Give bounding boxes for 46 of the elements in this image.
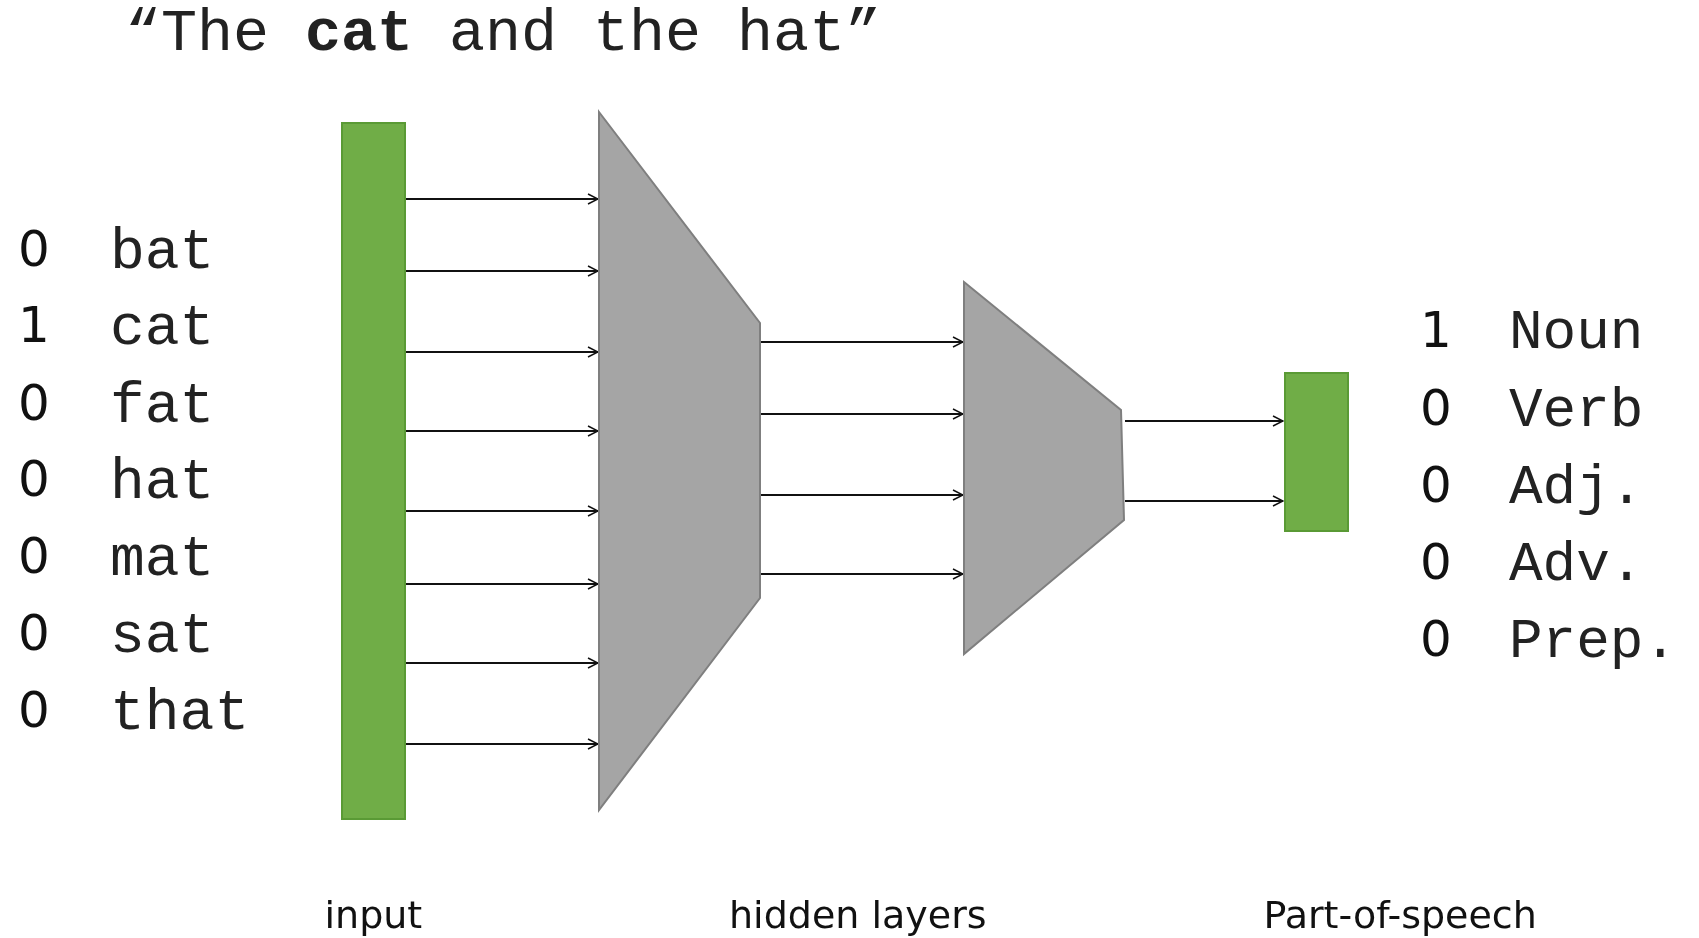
arrow: [405, 578, 599, 590]
one-hot-value: 0: [18, 685, 50, 735]
vocabulary-word: Prep.: [1509, 614, 1678, 670]
one-hot-value: 0: [18, 224, 50, 274]
one-hot-value: 1: [1420, 305, 1452, 355]
vocabulary-word: fat: [110, 378, 215, 436]
one-hot-value: 0: [18, 608, 50, 658]
vector-bar: [341, 122, 406, 820]
layer-caption: input: [324, 896, 423, 934]
one-hot-value: 0: [18, 531, 50, 581]
vocabulary-word: bat: [110, 224, 215, 282]
arrow: [405, 193, 599, 205]
vocabulary-word: that: [110, 685, 250, 743]
one-hot-value: 0: [1420, 614, 1452, 664]
vocabulary-word: cat: [110, 300, 215, 358]
vocabulary-word: Adj.: [1509, 460, 1644, 516]
layer-trapezoid: [599, 112, 761, 810]
vocabulary-word: sat: [110, 608, 215, 666]
sentence-title: “The cat and the hat”: [125, 4, 882, 64]
layer-caption: Part-of-speech: [1263, 896, 1537, 934]
one-hot-value: 0: [1420, 460, 1452, 510]
arrow: [405, 346, 599, 358]
arrow: [760, 489, 964, 501]
arrow: [760, 408, 964, 420]
arrow: [405, 738, 599, 750]
vocabulary-word: Verb: [1509, 383, 1644, 439]
one-hot-value: 0: [1420, 383, 1452, 433]
vector-bar: [1284, 372, 1349, 532]
layer-trapezoid: [964, 282, 1125, 654]
one-hot-value: 0: [18, 378, 50, 428]
vocabulary-word: hat: [110, 454, 215, 512]
one-hot-value: 0: [1420, 537, 1452, 587]
vocabulary-word: Noun: [1509, 305, 1644, 361]
vocabulary-word: Adv.: [1509, 537, 1644, 593]
one-hot-value: 1: [18, 300, 50, 350]
vocabulary-word: mat: [110, 531, 215, 589]
arrow: [1124, 415, 1284, 427]
arrow: [1124, 495, 1284, 507]
arrow: [760, 336, 964, 348]
arrow: [405, 505, 599, 517]
arrow: [405, 657, 599, 669]
arrow: [760, 568, 964, 580]
arrow: [405, 265, 599, 277]
arrow: [405, 425, 599, 437]
one-hot-value: 0: [18, 454, 50, 504]
layer-caption: hidden layers: [729, 896, 987, 934]
